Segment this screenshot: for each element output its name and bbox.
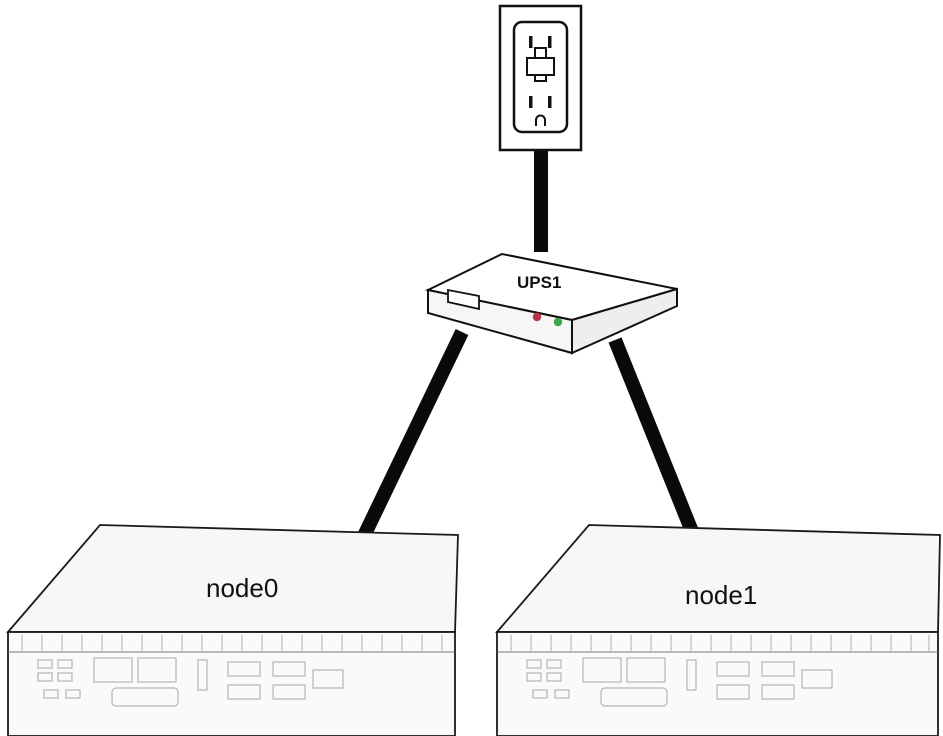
ups-display-icon: [447, 288, 480, 311]
ups-label: UPS1: [517, 273, 561, 292]
cable-ups-to-node0: [355, 328, 469, 544]
node1-server: node1: [495, 524, 941, 736]
cable-ups-to-node1: [608, 337, 700, 537]
wall-outlet-icon: [498, 4, 583, 152]
power-cables: [355, 148, 700, 544]
ups-device: UPS1: [424, 252, 678, 355]
node1-label: node1: [685, 580, 757, 610]
ups-green-led-icon: [553, 317, 563, 327]
node1-chassis-icon: [495, 524, 941, 736]
ups-red-led-icon: [532, 312, 542, 322]
node0-server: node0: [6, 524, 459, 736]
node0-label: node0: [206, 573, 278, 603]
node0-chassis-icon: [6, 524, 459, 736]
